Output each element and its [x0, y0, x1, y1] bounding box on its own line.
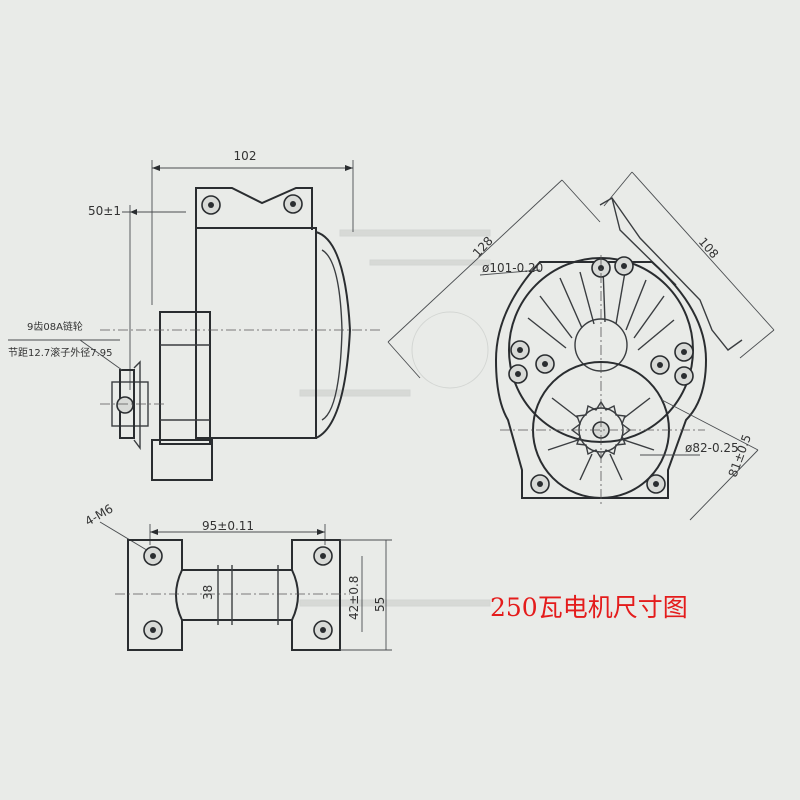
dim-hole-spacing-95: 95±0.11 — [202, 519, 254, 533]
dim-diagonal-128: 128 — [470, 234, 496, 260]
dim-length-102: 102 — [234, 149, 257, 163]
sprocket-note-line1: 9齿08A链轮 — [27, 320, 83, 333]
bottom-view: 95±0.11 4-M6 38 42±0.8 55 — [83, 501, 392, 651]
dim-height-81: 81±0.5 — [726, 432, 754, 479]
dim-flange-108: 108 — [696, 235, 722, 261]
dim-width-55: 55 — [373, 597, 387, 612]
sprocket-note-line2: 节距12.7滚子外径7.95 — [8, 346, 113, 359]
dim-center-42: 42±0.8 — [347, 576, 361, 620]
dim-inner-38: 38 — [201, 585, 215, 600]
fan-fins — [527, 267, 675, 372]
drawing-caption: 250瓦电机尺寸图 — [490, 593, 688, 622]
dim-offset-50: 50±1 — [88, 204, 121, 218]
background-ghost-marks — [299, 229, 491, 607]
dim-pcd-101: ø101-0.20 — [482, 261, 543, 275]
side-view: 102 50±1 9齿08A链轮 节距12.7滚子外径7.95 — [8, 149, 380, 481]
dim-pcd-82: ø82-0.25 — [685, 441, 739, 455]
front-view: 128 108 — [387, 171, 775, 521]
dim-thread-4-m6: 4-M6 — [83, 501, 116, 528]
